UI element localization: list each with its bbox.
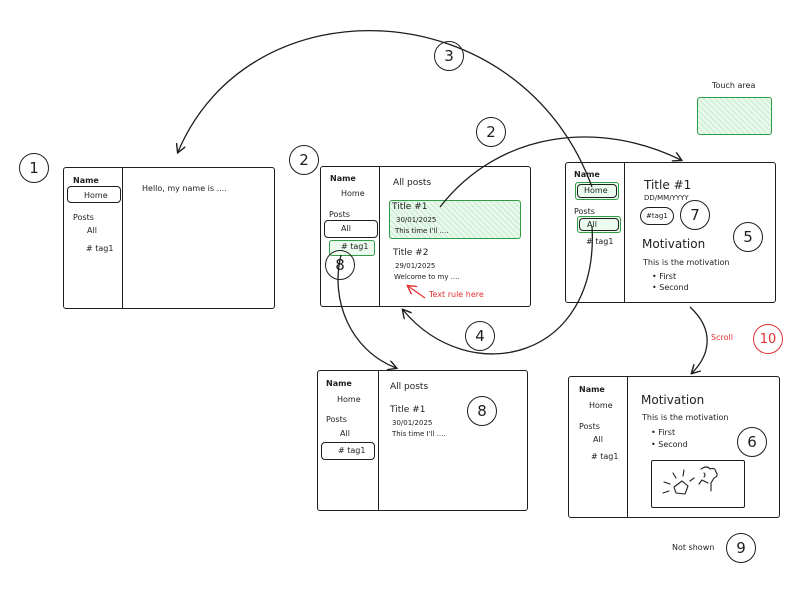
post-1-date: 30/01/2025 bbox=[392, 419, 433, 427]
marker-8: 8 bbox=[325, 250, 355, 280]
marker-9: 9 bbox=[726, 533, 756, 563]
home-nav-label[interactable]: Home bbox=[337, 395, 361, 404]
tag-nav-label: # tag1 bbox=[341, 242, 369, 251]
posts-label: Posts bbox=[329, 210, 350, 219]
all-nav-label[interactable]: All bbox=[340, 429, 350, 438]
post-title: Title #1 bbox=[644, 178, 692, 192]
marker-6: 6 bbox=[737, 427, 767, 457]
home-nav-label[interactable]: Home bbox=[341, 189, 365, 198]
screen-1-frame: Name Home Posts All # tag1 Hello, my nam… bbox=[63, 167, 275, 309]
post-1-excerpt: This time I'll .... bbox=[392, 430, 446, 438]
post-date: DD/MM/YYYY bbox=[644, 194, 689, 202]
marker-1: 1 bbox=[19, 153, 49, 183]
posts-label: Posts bbox=[326, 415, 347, 424]
post-1-date: 30/01/2025 bbox=[396, 216, 437, 224]
name-label: Name bbox=[73, 176, 99, 185]
tag-chip[interactable] bbox=[640, 207, 674, 225]
posts-label: Posts bbox=[579, 422, 600, 431]
post-1-title: Title #1 bbox=[392, 202, 428, 212]
name-label: Name bbox=[579, 385, 605, 394]
marker-7: 7 bbox=[680, 200, 710, 230]
screen-4-divider bbox=[378, 371, 379, 510]
motivation-heading: Motivation bbox=[641, 393, 705, 407]
motivation-heading: Motivation bbox=[642, 237, 706, 251]
all-nav-label: All bbox=[341, 224, 351, 233]
name-label: Name bbox=[574, 170, 600, 179]
marker-4: 4 bbox=[465, 321, 495, 351]
name-label: Name bbox=[326, 379, 352, 388]
screen-2-divider bbox=[379, 167, 380, 306]
marker-3: 3 bbox=[434, 41, 464, 71]
post-2-date: 29/01/2025 bbox=[395, 262, 436, 270]
home-content-text: Hello, my name is .... bbox=[142, 184, 227, 193]
arrow-3 bbox=[178, 29, 593, 188]
motivation-body: This is the motivation bbox=[643, 258, 730, 267]
posts-label: Posts bbox=[574, 207, 595, 216]
posts-label: Posts bbox=[73, 213, 94, 222]
marker-5: 5 bbox=[733, 222, 763, 252]
marker-2b: 2 bbox=[476, 117, 506, 147]
home-nav-label: Home bbox=[584, 186, 608, 195]
screen-1-divider bbox=[122, 168, 123, 308]
post-2-title[interactable]: Title #2 bbox=[393, 248, 429, 258]
screen-5-divider bbox=[627, 377, 628, 517]
name-label: Name bbox=[330, 174, 356, 183]
home-nav-selected[interactable] bbox=[67, 186, 121, 203]
bullet-item: • Second bbox=[651, 440, 688, 449]
bullet-item: • First bbox=[651, 428, 676, 437]
all-posts-heading: All posts bbox=[390, 382, 429, 392]
marker-2: 2 bbox=[289, 145, 319, 175]
post-1-title[interactable]: Title #1 bbox=[390, 405, 426, 415]
post-2-excerpt: Welcome to my .... bbox=[394, 273, 460, 281]
image-placeholder bbox=[651, 460, 745, 508]
not-shown-label: Not shown bbox=[672, 543, 715, 552]
motivation-body: This is the motivation bbox=[642, 413, 729, 422]
touch-area-legend-label: Touch area bbox=[712, 81, 756, 90]
all-nav-selected[interactable] bbox=[324, 220, 378, 238]
tag-nav-label[interactable]: # tag1 bbox=[86, 244, 114, 253]
post-1-excerpt: This time I'll .... bbox=[395, 227, 449, 235]
marker-10: 10 bbox=[753, 324, 783, 354]
all-nav-label[interactable]: All bbox=[593, 435, 603, 444]
bullet-item: • First bbox=[652, 272, 677, 281]
scroll-label: Scroll bbox=[711, 333, 733, 342]
sketch-image-icon bbox=[662, 466, 718, 495]
screen-2-frame: Name Home Posts All # tag1 All posts Tit… bbox=[320, 166, 531, 307]
marker-8b: 8 bbox=[467, 396, 497, 426]
tag-nav-label[interactable]: # tag1 bbox=[586, 237, 614, 246]
screen-4-frame: Name Home Posts All # tag1 All posts Tit… bbox=[317, 370, 528, 511]
tag-chip-label: #tag1 bbox=[646, 212, 668, 220]
text-rule-annotation: Text rule here bbox=[429, 290, 484, 299]
bullet-item: • Second bbox=[652, 283, 689, 292]
tag-nav-label: # tag1 bbox=[338, 446, 366, 455]
touch-area-legend-swatch bbox=[697, 97, 772, 135]
tag-nav-selected[interactable] bbox=[321, 442, 375, 460]
screen-3-divider bbox=[624, 163, 625, 302]
home-nav-label: Home bbox=[84, 191, 108, 200]
all-nav-label: All bbox=[587, 220, 597, 229]
home-nav-label[interactable]: Home bbox=[589, 401, 613, 410]
tag-nav-label[interactable]: # tag1 bbox=[591, 452, 619, 461]
all-posts-heading: All posts bbox=[393, 178, 432, 188]
arrow-scroll bbox=[689, 306, 708, 373]
all-nav-box bbox=[579, 218, 619, 231]
all-nav-label[interactable]: All bbox=[87, 226, 97, 235]
